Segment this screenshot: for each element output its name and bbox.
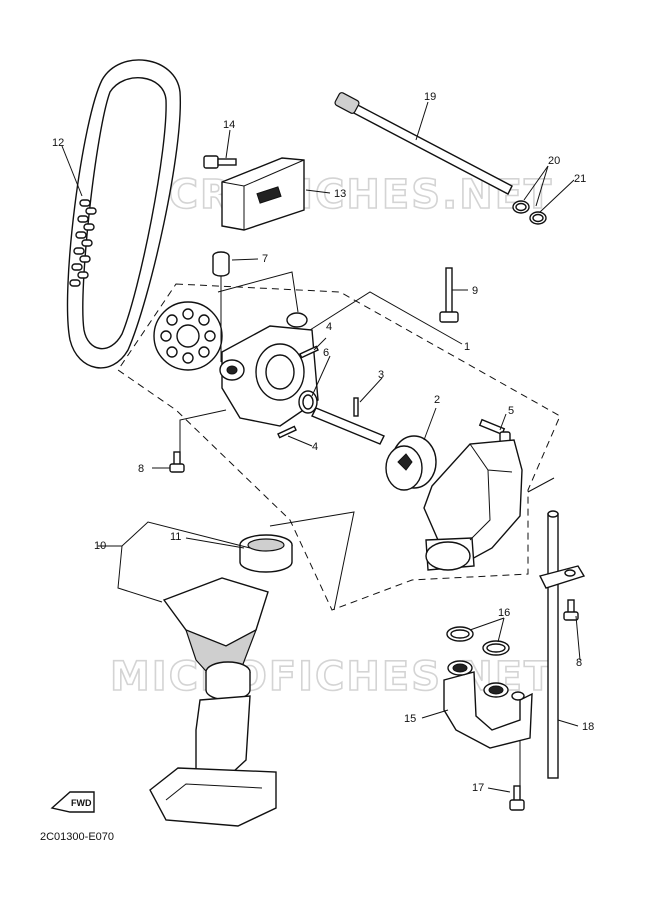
leader-lines	[61, 101, 581, 793]
oil-pump-sprocket[interactable]	[153, 301, 223, 371]
o-ring-21[interactable]	[529, 211, 547, 225]
dowel-7[interactable]	[212, 251, 230, 277]
callout-20[interactable]: 20	[548, 155, 560, 167]
bolt-17[interactable]	[509, 785, 525, 811]
fwd-label: FWD	[71, 798, 92, 808]
callout-1[interactable]: 1	[464, 341, 470, 353]
callout-8-right[interactable]: 8	[576, 657, 582, 669]
oil-pipe-18[interactable]	[538, 510, 586, 779]
callout-15[interactable]: 15	[404, 713, 416, 725]
callout-9[interactable]: 9	[472, 285, 478, 297]
callout-10[interactable]: 10	[94, 540, 106, 552]
oil-pump-cover[interactable]	[423, 439, 523, 571]
callout-2[interactable]: 2	[434, 394, 440, 406]
bolt-8-right[interactable]	[563, 599, 579, 621]
callout-17[interactable]: 17	[472, 782, 484, 794]
callout-6[interactable]: 6	[323, 347, 329, 359]
diagram-code: 2C01300-E070	[40, 831, 114, 843]
callout-21[interactable]: 21	[574, 173, 586, 185]
elbow-pipe-15[interactable]	[443, 660, 533, 749]
callout-11[interactable]: 11	[170, 531, 181, 543]
bolt-9[interactable]	[439, 267, 459, 323]
o-ring-16-left[interactable]	[446, 626, 474, 642]
bolt-5[interactable]	[478, 418, 511, 443]
callout-4-lower[interactable]: 4	[312, 441, 318, 453]
bolt-14[interactable]	[203, 155, 237, 169]
fwd-arrow-icon: FWD	[50, 791, 95, 813]
callout-13[interactable]: 13	[334, 188, 346, 200]
callout-7[interactable]: 7	[262, 253, 268, 265]
callout-16[interactable]: 16	[498, 607, 510, 619]
oil-strainer-10[interactable]	[149, 577, 277, 827]
o-ring-16-right[interactable]	[482, 640, 510, 656]
oil-pump-housing[interactable]	[219, 312, 319, 427]
timing-chain[interactable]	[66, 59, 182, 369]
o-ring-20[interactable]	[512, 200, 530, 214]
pin-4-lower[interactable]	[277, 425, 297, 439]
callout-18[interactable]: 18	[582, 721, 594, 733]
pin-4-upper[interactable]	[299, 345, 319, 359]
bolt-8-left[interactable]	[169, 451, 185, 473]
strainer-11[interactable]	[239, 534, 293, 573]
watermark-bottom: MICROFICHES.NET	[110, 654, 553, 700]
shaft-19[interactable]	[334, 92, 513, 195]
callout-5[interactable]: 5	[508, 405, 514, 417]
oil-pump-assembly-outline	[117, 283, 561, 611]
pump-shaft-3[interactable]	[311, 397, 385, 445]
callout-8-left[interactable]: 8	[138, 463, 144, 475]
callout-19[interactable]: 19	[424, 91, 436, 103]
inner-rotor-2[interactable]	[385, 435, 437, 491]
chain-links-icon	[69, 199, 97, 287]
callout-14[interactable]: 14	[223, 119, 235, 131]
callout-4-upper[interactable]: 4	[326, 321, 332, 333]
callout-3[interactable]: 3	[378, 369, 384, 381]
o-ring-6[interactable]	[298, 390, 318, 414]
callout-labels: 1 2 3 4 4 5 6 7 8 8 9 10 11 12 13 14 15 …	[52, 91, 594, 794]
chain-guide-bracket-13[interactable]	[221, 157, 305, 231]
callout-12[interactable]: 12	[52, 137, 64, 149]
